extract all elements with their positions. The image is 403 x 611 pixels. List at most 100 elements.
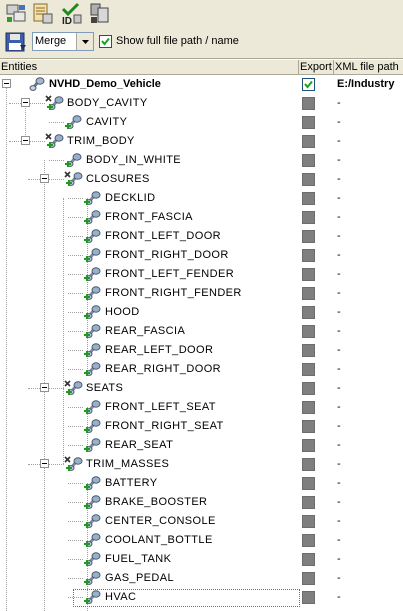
tree-connector-line: [68, 597, 83, 598]
tree-connector-line: [68, 483, 83, 484]
assembly-group-icon: [45, 95, 65, 112]
tree-row[interactable]: REAR_FASCIA-: [0, 322, 403, 341]
tree-row[interactable]: FRONT_RIGHT_FENDER-: [0, 284, 403, 303]
part-icon: [83, 570, 103, 587]
assembly-group-icon: [45, 133, 65, 150]
checkmark-icon: [101, 37, 110, 46]
chevron-down-icon[interactable]: [76, 33, 93, 50]
tree-row[interactable]: FRONT_RIGHT_SEAT-: [0, 417, 403, 436]
xml-file-path: -: [337, 135, 341, 147]
export-checkbox[interactable]: [302, 78, 315, 91]
export-entities-button[interactable]: [5, 2, 28, 26]
xml-path-column-header[interactable]: XML file path: [335, 61, 399, 73]
xml-file-path: -: [337, 382, 341, 394]
entity-label: FUEL_TANK: [105, 553, 172, 565]
tree-row[interactable]: FRONT_RIGHT_DOOR-: [0, 246, 403, 265]
tree-row[interactable]: DECKLID-: [0, 189, 403, 208]
column-divider[interactable]: [333, 60, 334, 74]
tree-connector-line: [63, 198, 64, 464]
entity-label: CENTER_CONSOLE: [105, 515, 216, 527]
part-icon: [83, 190, 103, 207]
collapse-toggle[interactable]: [21, 98, 30, 107]
entity-label: FRONT_RIGHT_SEAT: [105, 420, 224, 432]
tree-row[interactable]: FRONT_LEFT_DOOR-: [0, 227, 403, 246]
export-file-button[interactable]: [88, 2, 111, 26]
merge-mode-value: Merge: [35, 35, 67, 47]
tree-row[interactable]: CLOSURES-: [0, 170, 403, 189]
tree-row[interactable]: GAS_PEDAL-: [0, 569, 403, 588]
tree-row[interactable]: BODY_CAVITY-: [0, 94, 403, 113]
tree-row[interactable]: HOOD-: [0, 303, 403, 322]
collapse-toggle[interactable]: [40, 459, 49, 468]
tree-row[interactable]: TRIM_BODY-: [0, 132, 403, 151]
tree-row[interactable]: FUEL_TANK-: [0, 550, 403, 569]
tree-connector-line: [25, 103, 26, 141]
tree-connector-line: [68, 578, 83, 579]
part-icon: [83, 475, 103, 492]
part-icon: [83, 513, 103, 530]
tree-row[interactable]: FRONT_FASCIA-: [0, 208, 403, 227]
save-button[interactable]: [4, 31, 28, 53]
xml-file-path: -: [337, 477, 341, 489]
tree-row[interactable]: FRONT_LEFT_SEAT -: [0, 398, 403, 417]
entity-label: FRONT_LEFT_FENDER: [105, 268, 235, 280]
focus-outline: [73, 589, 300, 607]
entity-label: FRONT_FASCIA: [105, 211, 193, 223]
part-icon: [83, 361, 103, 378]
part-icon: [83, 437, 103, 454]
xml-file-path: -: [337, 97, 341, 109]
tree-connector-line: [49, 160, 64, 161]
column-divider[interactable]: [298, 60, 299, 74]
tree-connector-line: [6, 84, 7, 611]
id-check-icon: ID: [61, 2, 82, 26]
tree-row[interactable]: BRAKE_BOOSTER-: [0, 493, 403, 512]
tree-row[interactable]: TRIM_MASSES-: [0, 455, 403, 474]
export-list-button[interactable]: [31, 2, 54, 26]
assembly-group-icon: [64, 380, 84, 397]
tree-row[interactable]: REAR_LEFT_DOOR-: [0, 341, 403, 360]
tree-connector-line: [68, 217, 83, 218]
entities-column-header[interactable]: Entities: [1, 61, 38, 73]
entity-label: DECKLID: [105, 192, 156, 204]
export-column-header[interactable]: Export: [300, 61, 332, 73]
tree-row[interactable]: FRONT_LEFT_FENDER-: [0, 265, 403, 284]
xml-file-path: -: [337, 249, 341, 261]
tree-connector-line: [68, 369, 83, 370]
entity-label: CLOSURES: [86, 173, 150, 185]
xml-file-path: -: [337, 401, 341, 413]
entity-label: SEATS: [86, 382, 124, 394]
tree-connector-line: [68, 198, 83, 199]
tree-row[interactable]: SEATS -: [0, 379, 403, 398]
merge-mode-select[interactable]: Merge: [32, 32, 94, 51]
tree-row[interactable]: BATTERY-: [0, 474, 403, 493]
entity-label: FRONT_LEFT_SEAT: [105, 401, 216, 413]
collapse-toggle[interactable]: [40, 383, 49, 392]
part-icon: [83, 342, 103, 359]
tree-row[interactable]: CENTER_CONSOLE-: [0, 512, 403, 531]
tree-connector-line: [68, 407, 83, 408]
export-entities-icon: [6, 4, 26, 22]
collapse-toggle[interactable]: [2, 79, 11, 88]
collapse-toggle[interactable]: [21, 136, 30, 145]
entity-label: REAR_RIGHT_DOOR: [105, 363, 222, 375]
tree-connector-line: [68, 426, 83, 427]
tree-row[interactable]: REAR_RIGHT_DOOR-: [0, 360, 403, 379]
export-checkbox: [302, 439, 315, 452]
export-checkbox: [302, 287, 315, 300]
export-list-icon: [33, 3, 53, 24]
collapse-toggle[interactable]: [40, 174, 49, 183]
id-check-button[interactable]: ID: [60, 2, 83, 26]
tree-row[interactable]: BODY_IN_WHITE-: [0, 151, 403, 170]
tree-row[interactable]: COOLANT_BOTTLE-: [0, 531, 403, 550]
tree-row[interactable]: HVAC-: [0, 588, 403, 607]
tree-connector-line: [68, 255, 83, 256]
export-checkbox: [302, 401, 315, 414]
tree-connector-line: [68, 293, 83, 294]
entity-label: HVAC: [105, 591, 137, 603]
tree-row[interactable]: CAVITY-: [0, 113, 403, 132]
tree-row[interactable]: REAR_SEAT-: [0, 436, 403, 455]
show-full-path-checkbox[interactable]: [99, 35, 112, 48]
xml-file-path: -: [337, 496, 341, 508]
